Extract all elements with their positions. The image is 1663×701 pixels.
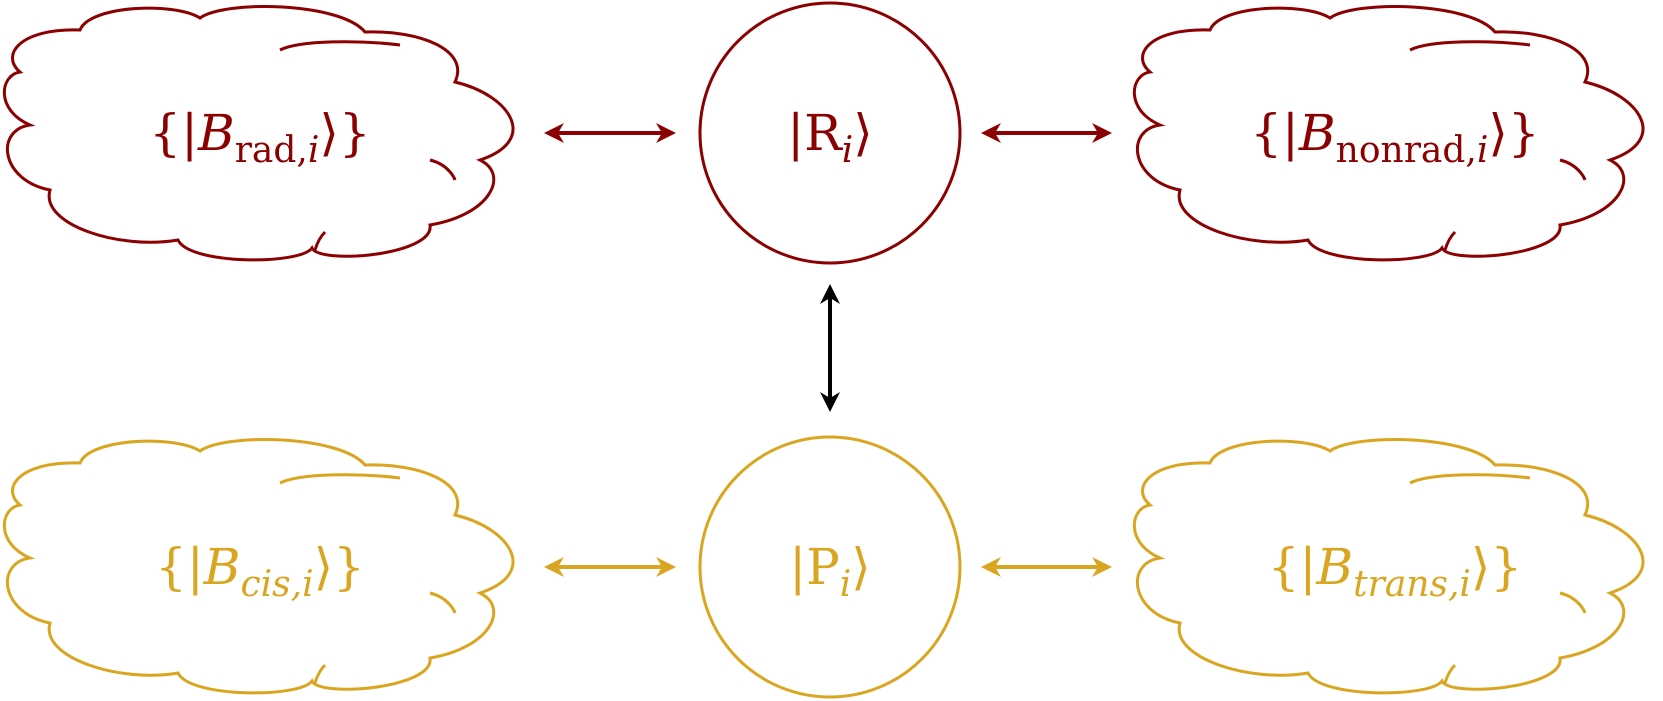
bath-cloud-trans [1132, 438, 1645, 695]
ground-state-node [698, 435, 962, 699]
bath-trans-label: {|Btrans,i⟩} [1268, 538, 1523, 605]
bath-cloud-radiative [2, 5, 515, 262]
bath-cis-label: {|Bcis,i⟩} [155, 538, 365, 605]
bath-nonradiative-label: {|Bnonrad,i⟩} [1250, 104, 1539, 171]
excited-state-label: |Ri⟩ [787, 104, 873, 171]
bath-cloud-nonradiative [1132, 5, 1645, 262]
ground-state-label: |Pi⟩ [789, 538, 871, 605]
excited-state-node [698, 1, 962, 265]
bath-radiative-label: {|Brad,i⟩} [149, 104, 370, 171]
bath-cloud-cis [2, 438, 515, 695]
